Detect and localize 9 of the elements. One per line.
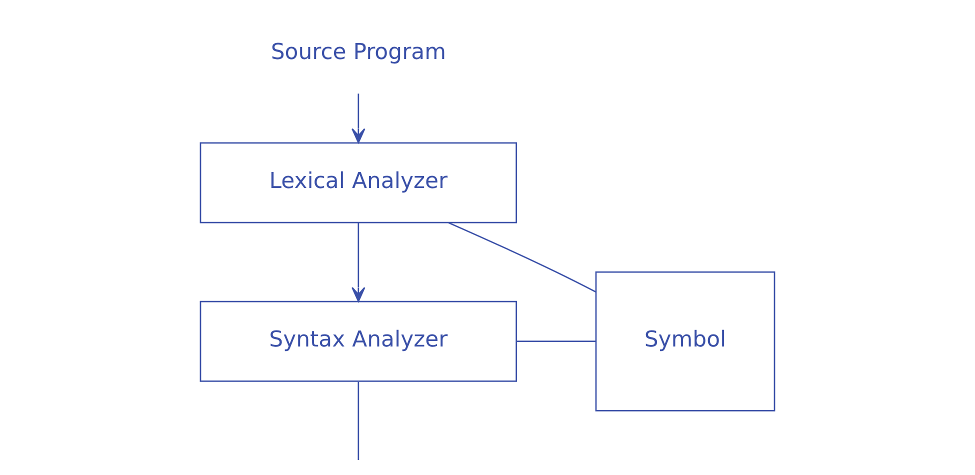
arrow [352, 222, 366, 302]
node-box: Syntax Analyzer [200, 300, 518, 382]
node-box: Symbol [595, 271, 776, 412]
connector [358, 382, 360, 460]
connector [516, 340, 596, 342]
arrow [352, 94, 366, 144]
connector [448, 222, 596, 292]
node-text: Source Program [270, 40, 446, 65]
node-box: Lexical Analyzer [200, 142, 518, 224]
